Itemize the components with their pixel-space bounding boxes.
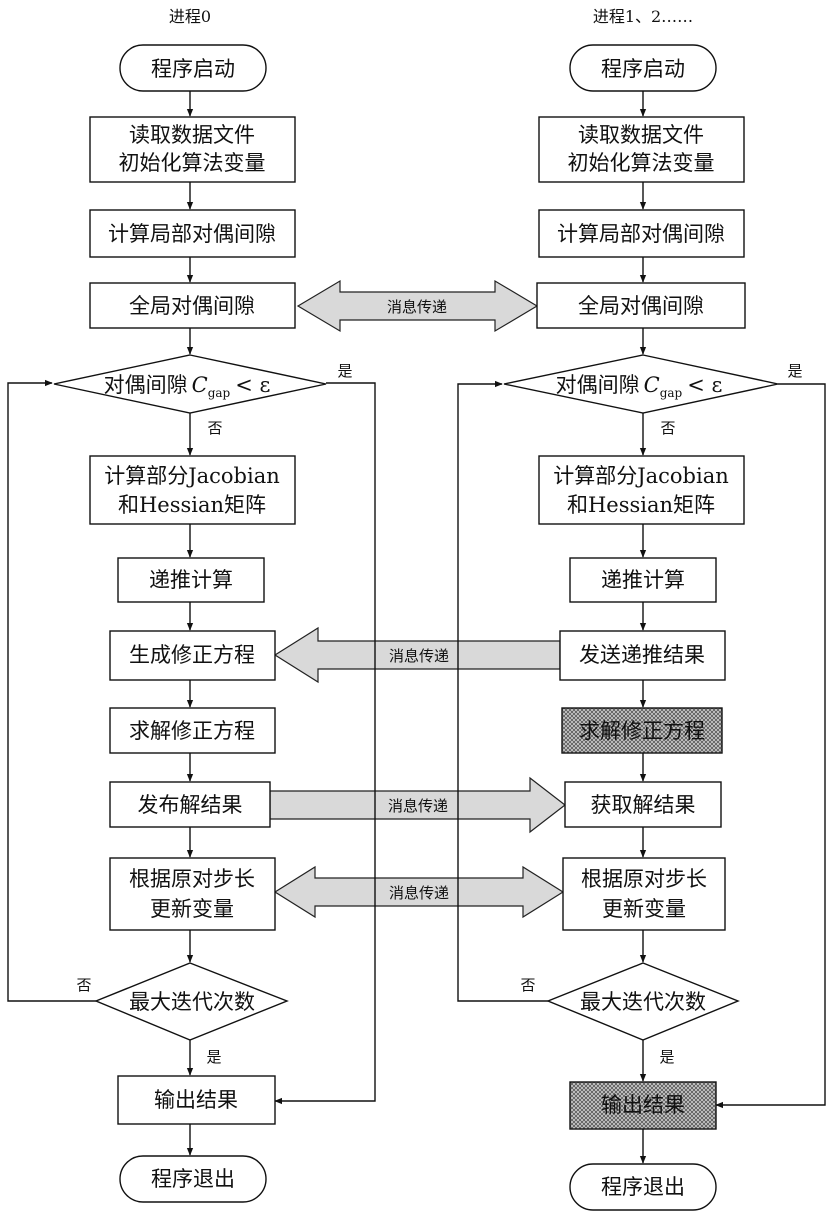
left-gap-decision xyxy=(54,355,326,413)
left-read-line2: 初始化算法变量 xyxy=(119,151,266,175)
message-label: 消息传递 xyxy=(388,797,448,815)
message-arrow-global-gap: 消息传递 xyxy=(298,281,537,331)
left-column-title: 进程0 xyxy=(169,7,211,26)
message-label: 消息传递 xyxy=(389,884,449,902)
right-output-label: 输出结果 xyxy=(601,1093,685,1117)
left-publish-label: 发布解结果 xyxy=(138,793,243,817)
right-jacobian-line1: 计算部分Jacobian xyxy=(553,464,729,488)
left-max-iter-label: 最大迭代次数 xyxy=(129,990,255,1014)
left-jacobian-line2: 和Hessian矩阵 xyxy=(118,493,266,517)
right-send-recursion-label: 发送递推结果 xyxy=(579,643,705,667)
message-arrow-update: 消息传递 xyxy=(275,867,563,917)
right-start-label: 程序启动 xyxy=(601,57,685,81)
right-global-gap-label: 全局对偶间隙 xyxy=(578,294,704,318)
right-max-iter-label: 最大迭代次数 xyxy=(580,990,706,1014)
left-local-gap-label: 计算局部对偶间隙 xyxy=(108,222,276,246)
left-decision-no: 否 xyxy=(207,419,222,437)
message-label: 消息传递 xyxy=(387,298,447,316)
right-max-iter-no: 否 xyxy=(520,976,535,994)
message-arrow-solution: 消息传递 xyxy=(270,778,565,832)
left-solve-correction-label: 求解修正方程 xyxy=(129,719,255,743)
right-process-flow: 程序启动 读取数据文件 初始化算法变量 计算局部对偶间隙 全局对偶间隙 对偶间隙… xyxy=(458,45,825,1210)
right-column-title: 进程1、2…… xyxy=(593,7,693,26)
left-global-gap-label: 全局对偶间隙 xyxy=(129,294,255,318)
right-local-gap-label: 计算局部对偶间隙 xyxy=(557,222,725,246)
right-recursion-label: 递推计算 xyxy=(601,568,685,592)
right-solve-correction-label: 求解修正方程 xyxy=(579,719,705,743)
left-process-flow: 程序启动 读取数据文件 初始化算法变量 计算局部对偶间隙 全局对偶间隙 对偶间隙… xyxy=(8,45,375,1202)
left-update-line2: 更新变量 xyxy=(150,897,234,921)
left-jacobian-line1: 计算部分Jacobian xyxy=(104,464,280,488)
right-read-line2: 初始化算法变量 xyxy=(568,151,715,175)
right-max-iter-yes: 是 xyxy=(659,1048,674,1066)
right-decision-label: 对偶间隙Cgap< ε xyxy=(556,373,723,400)
right-get-result-label: 获取解结果 xyxy=(591,793,696,817)
right-decision-yes: 是 xyxy=(787,362,802,380)
right-gap-decision xyxy=(504,355,778,413)
left-decision-label: 对偶间隙Cgap< ε xyxy=(104,373,271,400)
right-jacobian-line2: 和Hessian矩阵 xyxy=(567,493,715,517)
right-update-line1: 根据原对步长 xyxy=(581,867,707,891)
left-exit-label: 程序退出 xyxy=(151,1167,235,1191)
message-arrow-correction: 消息传递 xyxy=(275,628,560,682)
left-gen-correction-label: 生成修正方程 xyxy=(129,643,255,667)
left-update-line1: 根据原对步长 xyxy=(129,867,255,891)
left-recursion-label: 递推计算 xyxy=(149,568,233,592)
right-read-line1: 读取数据文件 xyxy=(578,123,704,147)
message-label: 消息传递 xyxy=(389,647,449,665)
right-decision-no: 否 xyxy=(660,419,675,437)
left-max-iter-no: 否 xyxy=(76,976,91,994)
left-max-iter-yes: 是 xyxy=(206,1048,221,1066)
left-decision-yes: 是 xyxy=(337,362,352,380)
left-read-line1: 读取数据文件 xyxy=(129,123,255,147)
right-update-line2: 更新变量 xyxy=(602,897,686,921)
left-output-label: 输出结果 xyxy=(154,1088,238,1112)
left-start-label: 程序启动 xyxy=(151,57,235,81)
right-exit-label: 程序退出 xyxy=(601,1175,685,1199)
